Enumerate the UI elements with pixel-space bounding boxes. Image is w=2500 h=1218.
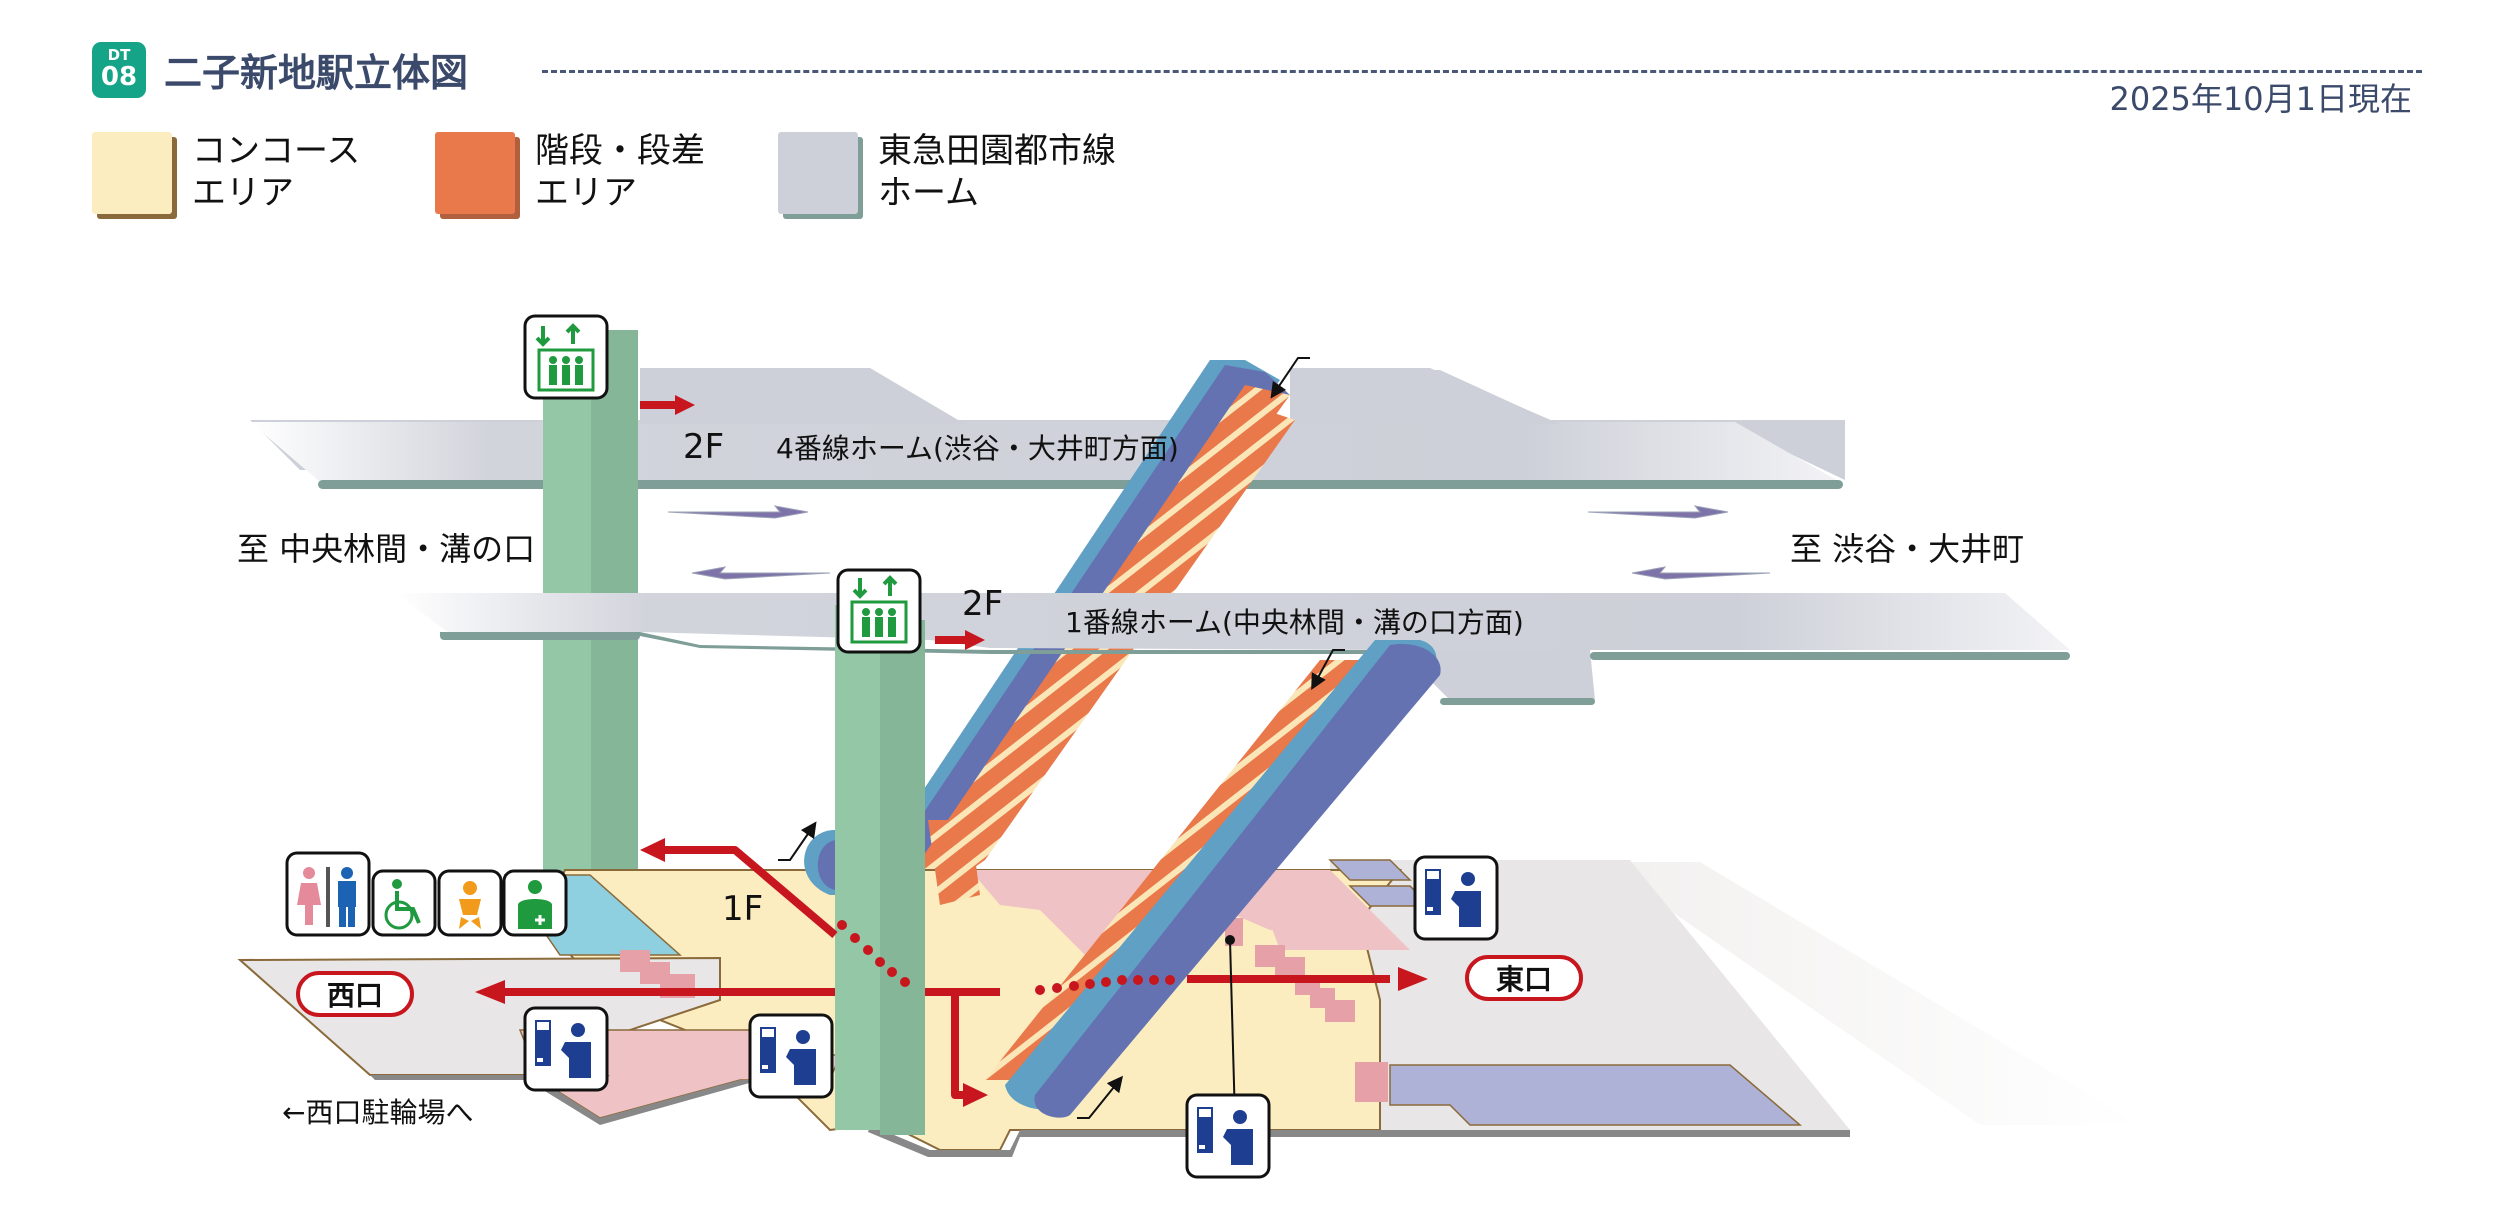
platform-swatch: [778, 132, 858, 214]
exit-west-badge[interactable]: 西口: [296, 971, 414, 1017]
exit-east-badge[interactable]: 東口: [1465, 955, 1583, 1001]
wheelchair-icon[interactable]: [371, 869, 437, 937]
elevator-icon[interactable]: [523, 314, 609, 400]
direction-east: 至 渋谷・大井町: [1790, 530, 2024, 568]
route-arrowheads: [475, 395, 1428, 1107]
legend-label-platform: 東急田園都市線 ホーム: [878, 131, 1116, 213]
restroom-icon[interactable]: [285, 851, 371, 937]
walking-route: [490, 401, 1390, 1099]
as-of-date: 2025年10月1日現在: [2109, 80, 2412, 118]
platform-edge-upper: [318, 480, 1843, 489]
platform-edge-lower-west: [440, 632, 640, 640]
route-dotted: [837, 920, 1175, 995]
floor-label-2f-lower: 2F: [962, 584, 1003, 624]
ticket-machine-icon[interactable]: [523, 1006, 609, 1092]
platform-label-track-1: 1番線ホーム(中央林間・溝の口方面): [1065, 606, 1524, 639]
stairs-concourse-west: [928, 820, 980, 905]
ticket-machine-icon[interactable]: [748, 1013, 834, 1099]
ticket-machine-icon[interactable]: [1185, 1093, 1271, 1179]
header-divider: [542, 70, 2422, 73]
elevator-icon[interactable]: [836, 568, 922, 654]
stairs-swatch: [435, 132, 515, 214]
concourse-swatch: [92, 132, 172, 214]
page-title: 二子新地駅立体図: [164, 51, 469, 95]
ticket-machine-dot: [1225, 935, 1235, 945]
ticket-machine-leader: [1229, 939, 1236, 1121]
direction-west: 至 中央林間・溝の口: [237, 530, 535, 568]
exit-west-label: 西口: [327, 979, 383, 1012]
floor-label-2f-upper: 2F: [683, 427, 724, 467]
floor-label-1f: 1F: [722, 889, 763, 929]
escalator-west-bottom: [804, 830, 835, 895]
line-code-prefix: DT: [107, 46, 131, 64]
legend-label-stairs: 階段・段差 エリア: [535, 131, 705, 213]
line-code-number: 08: [100, 62, 138, 92]
baby-care-icon[interactable]: [437, 869, 503, 937]
ticket-machine-icon[interactable]: [1413, 855, 1499, 941]
platform-edge-lower-east: [1590, 652, 2070, 660]
ostomate-icon[interactable]: [502, 869, 568, 937]
header: DT 08 二子新地駅立体図 2025年10月1日現在: [92, 42, 2422, 118]
stairs-escalator-to-track-1: [985, 640, 1441, 1118]
train-arrows-upper: [667, 505, 1771, 580]
bicycle-parking-note[interactable]: ←西口駐輪場へ: [282, 1096, 473, 1129]
platform-track-1: [395, 593, 2070, 705]
exit-east-label: 東口: [1496, 963, 1552, 996]
platform-label-track-4: 4番線ホーム(渋谷・大井町方面): [776, 432, 1179, 465]
line-badge: DT 08: [92, 42, 146, 98]
escalator-direction-arrows: [778, 357, 1345, 1119]
platform-track-4: [250, 368, 1845, 489]
legend-label-concourse: コンコース エリア: [192, 131, 361, 213]
elevator-shaft-center: [835, 605, 925, 1135]
